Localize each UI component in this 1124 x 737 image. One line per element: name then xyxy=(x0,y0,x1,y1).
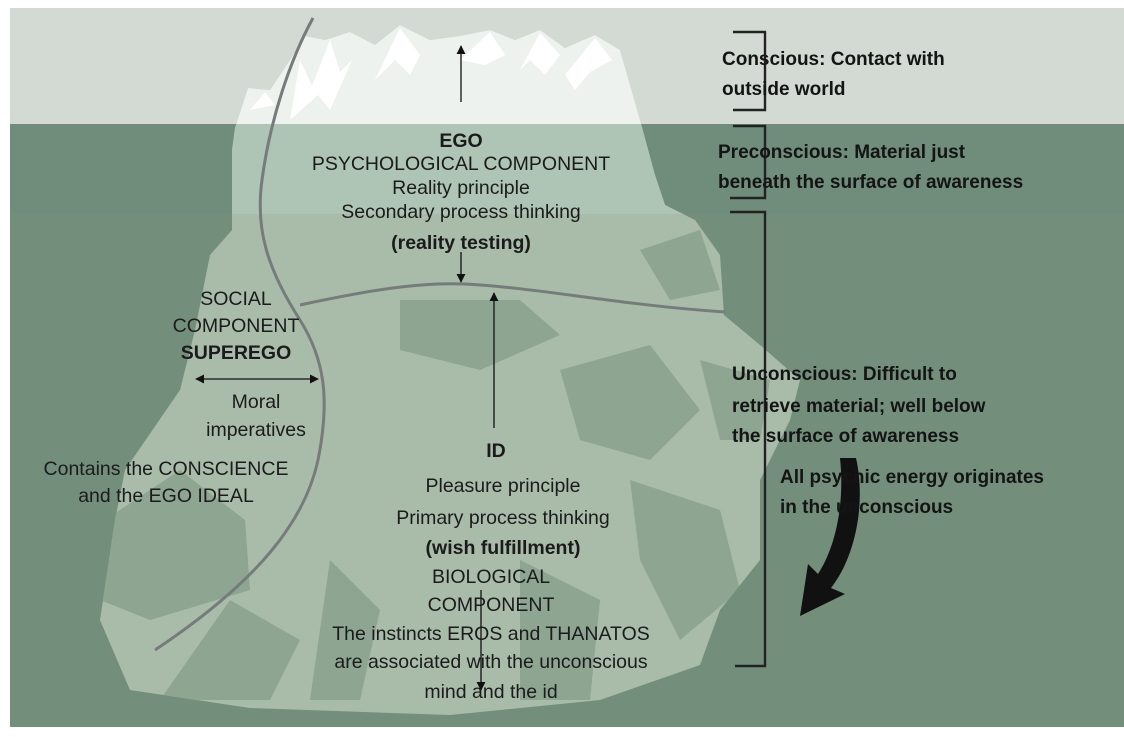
conscious-label-1: Conscious: Contact with xyxy=(722,49,945,70)
ego-id-boundary-line xyxy=(299,282,726,314)
id-principle: Pleasure principle xyxy=(425,475,581,497)
superego-contains-1: Contains the CONSCIENCE xyxy=(43,458,289,480)
superego-contains-2: and the EGO IDEAL xyxy=(78,485,254,507)
ego-thinking: Secondary process thinking xyxy=(341,201,581,223)
unconscious-label-1: Unconscious: Difficult to xyxy=(732,364,957,385)
preconscious-label-1: Preconscious: Material just xyxy=(718,142,966,163)
unconscious-bracket xyxy=(730,210,767,668)
energy-label-1: All psychic energy originates xyxy=(780,467,1044,488)
level-brackets xyxy=(730,30,767,668)
id-instincts-1: The instincts EROS and THANATOS xyxy=(332,623,650,645)
id-wish: (wish fulfillment) xyxy=(425,537,581,559)
unconscious-label-3: the surface of awareness xyxy=(732,426,960,447)
id-bio-2: COMPONENT xyxy=(427,594,555,616)
ice-facets xyxy=(100,230,770,700)
id-title: ID xyxy=(486,440,506,462)
conscious-label-2: outside world xyxy=(722,79,846,100)
superego-title: SUPEREGO xyxy=(180,342,292,364)
superego-moral: Moral xyxy=(231,391,281,413)
energy-label-2: in the unconscious xyxy=(780,497,954,518)
preconscious-label-2: beneath the surface of awareness xyxy=(718,172,1024,193)
superego-component: COMPONENT xyxy=(172,315,300,337)
id-instincts-2: are associated with the unconscious xyxy=(334,651,648,673)
ego-component: PSYCHOLOGICAL COMPONENT xyxy=(311,153,611,175)
unconscious-label-2: retrieve material; well below xyxy=(732,396,986,417)
ego-title: EGO xyxy=(439,130,483,152)
snow-peaks xyxy=(250,28,612,120)
id-bio-1: BIOLOGICAL xyxy=(431,566,551,588)
superego-boundary-line xyxy=(154,17,326,652)
psychic-energy-arrow xyxy=(800,458,860,616)
id-thinking: Primary process thinking xyxy=(396,507,610,529)
conscious-bracket xyxy=(733,30,767,112)
preconscious-bracket xyxy=(730,124,767,200)
ego-testing: (reality testing) xyxy=(391,232,531,254)
superego-imperatives: imperatives xyxy=(206,419,306,441)
ego-principle: Reality principle xyxy=(392,177,530,199)
id-instincts-3: mind and the id xyxy=(424,681,558,703)
superego-social: SOCIAL xyxy=(200,288,272,310)
